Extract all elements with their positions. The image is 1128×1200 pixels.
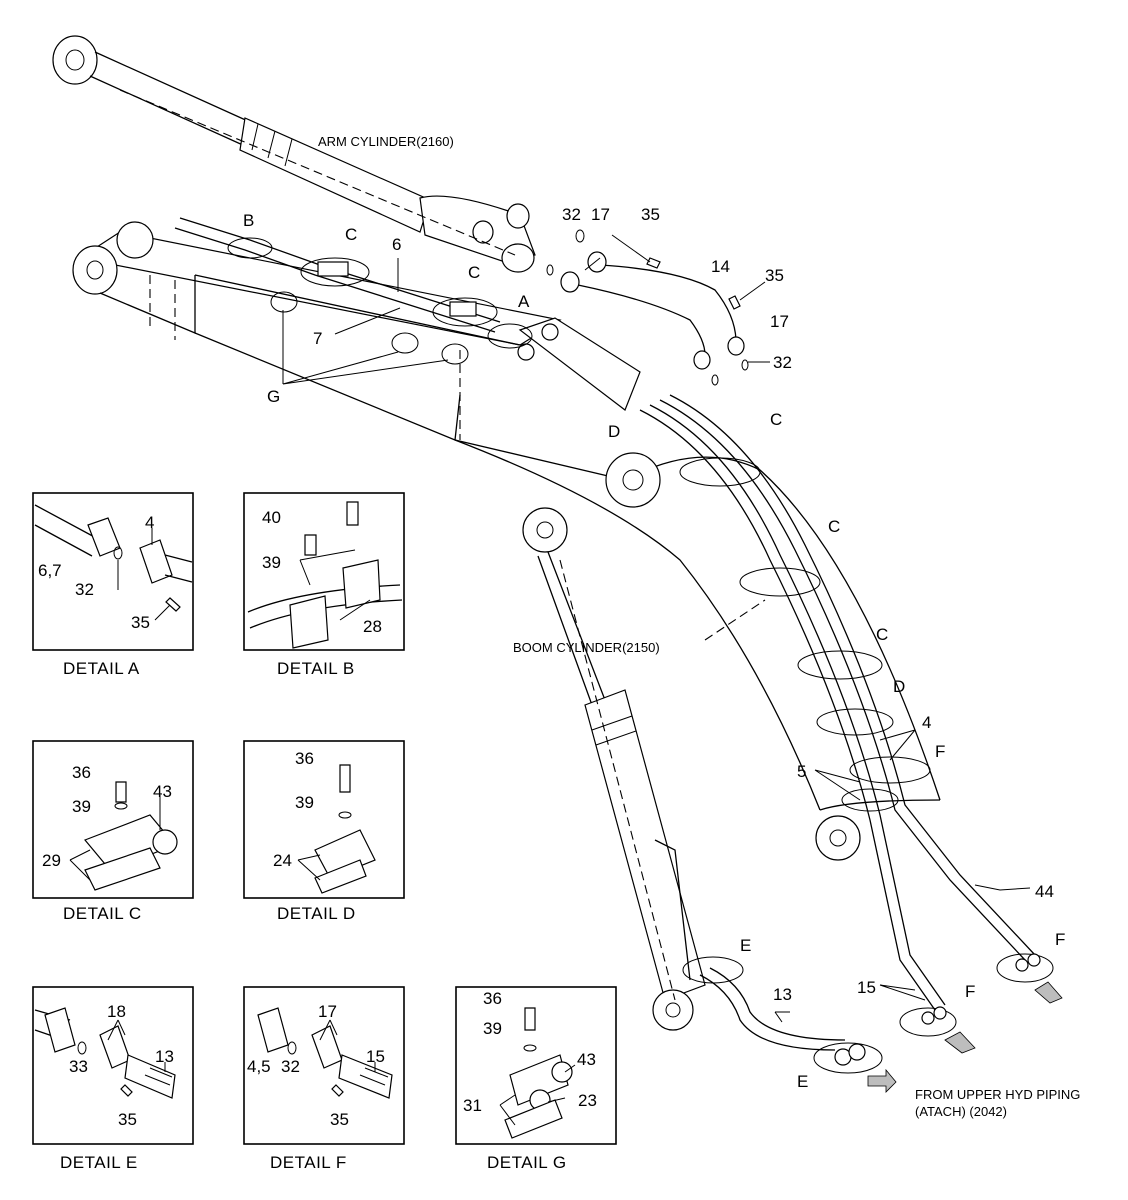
callout-c-2: C	[468, 263, 480, 282]
callout-17-top: 17	[591, 205, 610, 224]
detail-d	[243, 740, 405, 899]
detail-a-32: 32	[75, 580, 94, 599]
detail-e-caption: DETAIL E	[60, 1153, 138, 1172]
detail-c-43: 43	[153, 782, 172, 801]
callout-d-1: D	[608, 422, 620, 441]
callout-f-1: F	[935, 742, 945, 761]
detail-f-32: 32	[281, 1057, 300, 1076]
detail-c-39: 39	[72, 797, 91, 816]
callout-14: 14	[711, 257, 730, 276]
callout-e-2: E	[797, 1072, 808, 1091]
detail-b-40: 40	[262, 508, 281, 527]
callout-44: 44	[1035, 882, 1054, 901]
callout-4: 4	[922, 713, 931, 732]
detail-e	[32, 986, 194, 1145]
detail-f-17: 17	[318, 1002, 337, 1021]
detail-b	[243, 492, 405, 651]
detail-a-4: 4	[145, 513, 154, 532]
detail-e-18: 18	[107, 1002, 126, 1021]
detail-g-23: 23	[578, 1091, 597, 1110]
from-upper-line2: (ATACH) (2042)	[915, 1104, 1007, 1119]
callout-a: A	[518, 292, 530, 311]
detail-d-24: 24	[273, 851, 292, 870]
callout-32-right: 32	[773, 353, 792, 372]
detail-e-35: 35	[118, 1110, 137, 1129]
detail-b-caption: DETAIL B	[277, 659, 355, 678]
detail-a	[32, 492, 194, 651]
detail-d-36: 36	[295, 749, 314, 768]
detail-c	[32, 740, 194, 899]
arm-cylinder-label: ARM CYLINDER(2160)	[318, 134, 454, 149]
callout-b: B	[243, 211, 254, 230]
leader-lines	[282, 234, 1031, 1023]
callout-f-2: F	[1055, 930, 1065, 949]
callout-13: 13	[773, 985, 792, 1004]
from-upper-line1: FROM UPPER HYD PIPING	[915, 1087, 1080, 1102]
callout-32-top: 32	[562, 205, 581, 224]
detail-c-caption: DETAIL C	[63, 904, 142, 923]
boom-cylinder-label: BOOM CYLINDER(2150)	[513, 640, 660, 655]
detail-e-13: 13	[155, 1047, 174, 1066]
detail-f-45: 4,5	[247, 1057, 271, 1076]
detail-g-36: 36	[483, 989, 502, 1008]
callout-6: 6	[392, 235, 401, 254]
callout-35-right: 35	[765, 266, 784, 285]
detail-d-39: 39	[295, 793, 314, 812]
detail-f-caption: DETAIL F	[270, 1153, 347, 1172]
detail-a-35: 35	[131, 613, 150, 632]
detail-d-caption: DETAIL D	[277, 904, 356, 923]
detail-b-28: 28	[363, 617, 382, 636]
detail-g-39: 39	[483, 1019, 502, 1038]
arm-cylinder	[52, 35, 536, 273]
detail-f-15: 15	[366, 1047, 385, 1066]
detail-b-39: 39	[262, 553, 281, 572]
detail-f	[243, 986, 405, 1145]
detail-a-caption: DETAIL A	[63, 659, 140, 678]
detail-g-43: 43	[577, 1050, 596, 1069]
callout-f-3: F	[965, 982, 975, 1001]
hose-14-assembly	[546, 229, 749, 386]
boom-cylinder	[522, 507, 897, 1093]
detail-g-caption: DETAIL G	[487, 1153, 567, 1172]
guide-line	[704, 599, 766, 641]
callout-c-5: C	[876, 625, 888, 644]
callout-7: 7	[313, 329, 322, 348]
callout-c-1: C	[345, 225, 357, 244]
arm-structure	[72, 217, 641, 481]
callout-d-2: D	[893, 677, 905, 696]
detail-a-67: 6,7	[38, 561, 62, 580]
callout-35-top: 35	[641, 205, 660, 224]
callout-c-3: C	[770, 410, 782, 429]
callout-15: 15	[857, 978, 876, 997]
callout-17-right: 17	[770, 312, 789, 331]
callout-5: 5	[797, 762, 806, 781]
detail-g-31: 31	[463, 1096, 482, 1115]
detail-g	[455, 986, 617, 1145]
callout-g: G	[267, 387, 280, 406]
detail-f-35: 35	[330, 1110, 349, 1129]
detail-c-36: 36	[72, 763, 91, 782]
callout-c-4: C	[828, 517, 840, 536]
detail-e-33: 33	[69, 1057, 88, 1076]
boom-structure	[454, 394, 1063, 1054]
callout-e-1: E	[740, 936, 751, 955]
detail-c-29: 29	[42, 851, 61, 870]
